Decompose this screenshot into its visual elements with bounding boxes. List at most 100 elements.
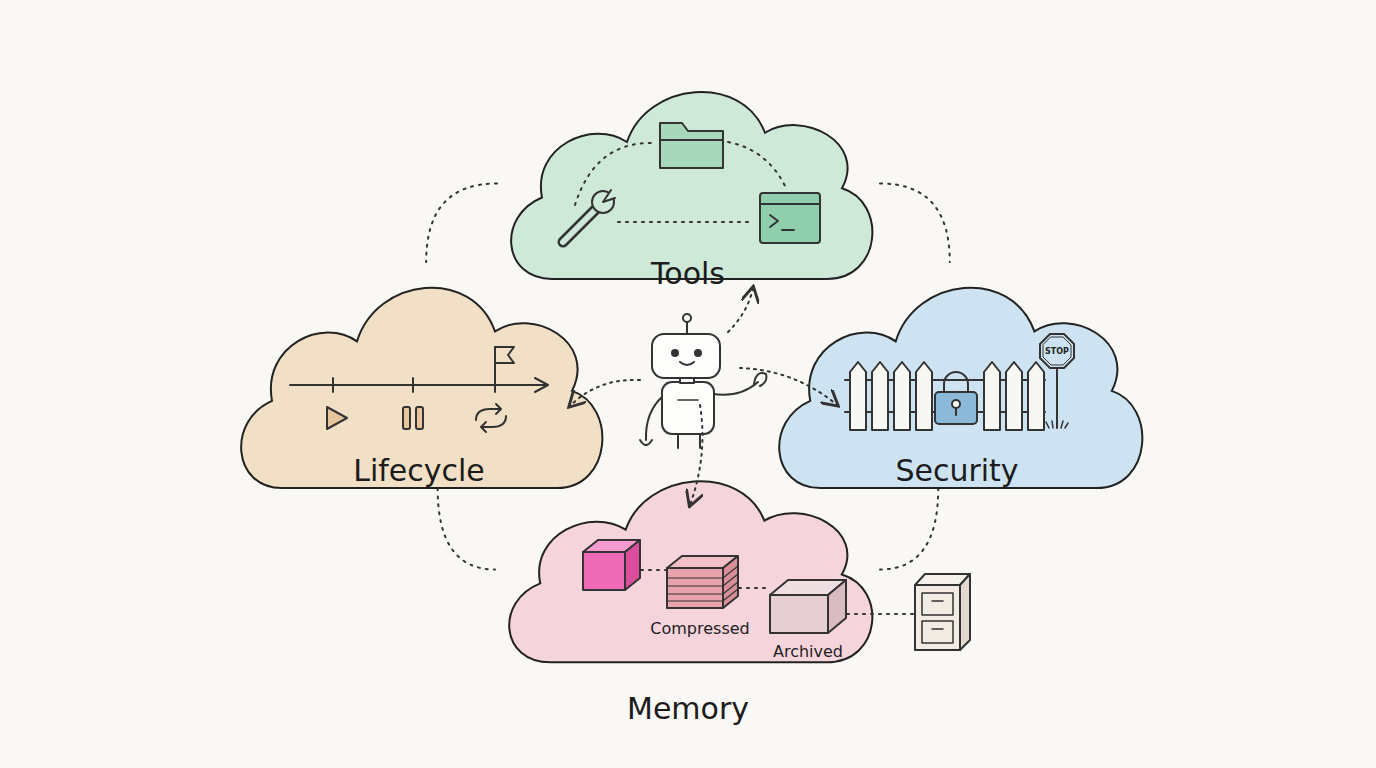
dotted-connector: [426, 183, 497, 262]
cloud-outline: [509, 481, 872, 662]
tools-icons: [563, 123, 820, 243]
robot-chest: [678, 399, 698, 401]
memory-cube: [583, 552, 625, 590]
wrench-notch: [603, 188, 618, 202]
cloud-node: Lifecycle: [227, 262, 610, 500]
file-cabinet: [915, 585, 960, 650]
wrench-notch-line: [603, 190, 615, 202]
lifecycle-icons: [290, 347, 548, 432]
loop-symbol: [476, 404, 506, 432]
fence-picket: [894, 362, 910, 430]
wrench-head: [592, 191, 614, 213]
stop-pole: [1056, 368, 1058, 428]
flag: [495, 347, 514, 363]
robot: [640, 314, 766, 448]
compressed-cube: [667, 568, 723, 608]
dotted-link: [728, 142, 786, 188]
cloud-node: Memory: [495, 458, 880, 730]
pause-bar: [403, 407, 410, 429]
robot-legs: [678, 432, 700, 448]
folder-icon: [660, 123, 723, 168]
padlock-keyhole: [952, 400, 960, 408]
cloud-node: Security: [765, 262, 1150, 500]
archived-cube-side: [828, 580, 846, 633]
robot-right-arm: [713, 382, 758, 395]
padlock-keyhole-slot: [955, 408, 957, 415]
security-icons: [845, 334, 1074, 430]
robot-left-hand: [640, 440, 652, 445]
dotted-arrow: [570, 380, 640, 406]
fence-picket: [850, 362, 866, 430]
robot-eye: [672, 350, 678, 356]
cloud-title: Lifecycle: [353, 453, 485, 488]
file-cabinet-side: [960, 574, 970, 650]
robot-body: [662, 382, 714, 434]
stop-sign-inner: [1043, 337, 1071, 365]
dotted-connector: [880, 183, 950, 262]
robot-head: [652, 334, 720, 378]
stop-sign: [1040, 334, 1074, 368]
compressed-stripes: [667, 566, 738, 601]
wrench-handle-inner: [563, 209, 596, 242]
timeline-tick: [333, 378, 413, 392]
fence-rail: [845, 380, 1045, 412]
robot-arrows: [570, 288, 837, 505]
dotted-link: [618, 221, 754, 223]
terminal-bar: [760, 203, 820, 205]
robot-eye: [695, 350, 701, 356]
cloud-outline: [511, 92, 872, 279]
folder-flap: [660, 139, 723, 141]
robot-smile: [680, 362, 694, 365]
cloud-title: Memory: [627, 691, 749, 726]
dotted-arrow: [740, 368, 837, 405]
robot-antenna-tip: [683, 314, 691, 322]
dotted-link: [739, 587, 769, 589]
cabinet-drawer: [922, 621, 953, 643]
dotted-link: [847, 613, 914, 615]
cloud-outline: [779, 288, 1142, 488]
sign-text: STOP: [1045, 347, 1069, 356]
terminal-prompt: [770, 215, 794, 230]
archived-cube: [770, 595, 828, 633]
robot-left-arm: [646, 396, 663, 440]
dotted-link: [575, 143, 652, 205]
dotted-arrow: [728, 288, 753, 332]
padlock-shackle: [944, 372, 968, 393]
robot-right-hand: [754, 373, 766, 386]
fence-picket: [872, 362, 888, 430]
grass: [1046, 421, 1068, 428]
cabinet-handle: [932, 601, 943, 629]
robot-neck: [680, 377, 694, 383]
terminal-window: [760, 193, 820, 243]
compressed-cube-top: [667, 556, 738, 568]
timeline: [290, 384, 546, 386]
robot-antenna: [686, 322, 688, 335]
cabinet-drawer: [922, 593, 953, 615]
memory-cube-side: [625, 540, 640, 590]
fence-picket: [1006, 362, 1022, 430]
memory-icons: [583, 540, 970, 650]
archived-cube-top: [770, 580, 846, 595]
memory-cube-top: [583, 540, 640, 552]
fence-picket: [984, 362, 1000, 430]
dotted-arrow: [690, 405, 702, 505]
dotted-link: [641, 569, 666, 571]
play-symbol: [327, 407, 347, 429]
memory-label: Compressed: [650, 619, 749, 638]
flag-pole: [494, 347, 496, 392]
cloud-title: Security: [895, 453, 1018, 488]
cloud-node: Tools: [497, 68, 880, 290]
wrench-handle: [563, 209, 596, 242]
pause-bar: [416, 407, 423, 429]
padlock-body: [935, 392, 977, 424]
timeline-head: [535, 378, 548, 392]
file-cabinet-top: [915, 574, 970, 585]
fence-picket: [916, 362, 932, 430]
cloud-outline: [241, 288, 602, 488]
cloud-shape: [495, 458, 880, 673]
compressed-cube-side: [723, 556, 738, 608]
memory-label: Archived: [773, 642, 843, 661]
